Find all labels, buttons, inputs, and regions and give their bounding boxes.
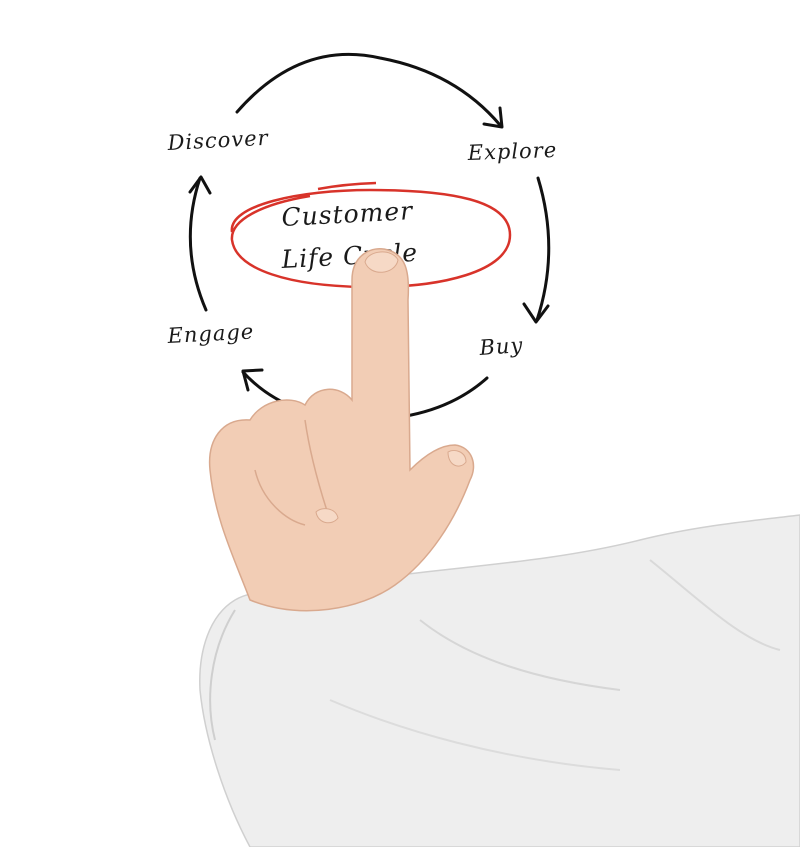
stage-label-explore: Explore <box>466 138 557 165</box>
arrow-discover-to-explore <box>235 52 502 127</box>
arrow-head-explore <box>482 106 504 129</box>
center-title-line1: Customer <box>281 196 415 232</box>
stage-label-engage: Engage <box>166 319 255 348</box>
index-nail-small <box>315 508 339 524</box>
sleeve-crease-3 <box>649 559 781 651</box>
center-highlight: Customer Life Cycle <box>230 181 512 289</box>
arrow-engage-to-discover <box>188 176 208 312</box>
thumb-nail <box>447 449 467 467</box>
arrow-head-buy <box>522 302 550 324</box>
arrow-head-discover <box>188 175 212 195</box>
knuckle-line-1 <box>254 469 306 526</box>
fingernail <box>364 251 399 273</box>
highlight-underline-mark <box>317 181 377 191</box>
stage-label-buy: Buy <box>478 333 525 360</box>
stage-labels: Discover Explore Buy Engage <box>166 126 558 360</box>
pointing-hand <box>208 248 475 612</box>
sleeve-crease <box>419 619 621 691</box>
highlight-ellipse <box>230 188 512 289</box>
stage-label-discover: Discover <box>166 126 270 155</box>
arrow-explore-to-buy <box>535 176 551 322</box>
hand-shape <box>208 248 475 612</box>
sleeve-crease-2 <box>329 699 621 771</box>
sleeve-cuff-fold <box>209 609 236 741</box>
arrow-head-engage <box>241 368 264 392</box>
